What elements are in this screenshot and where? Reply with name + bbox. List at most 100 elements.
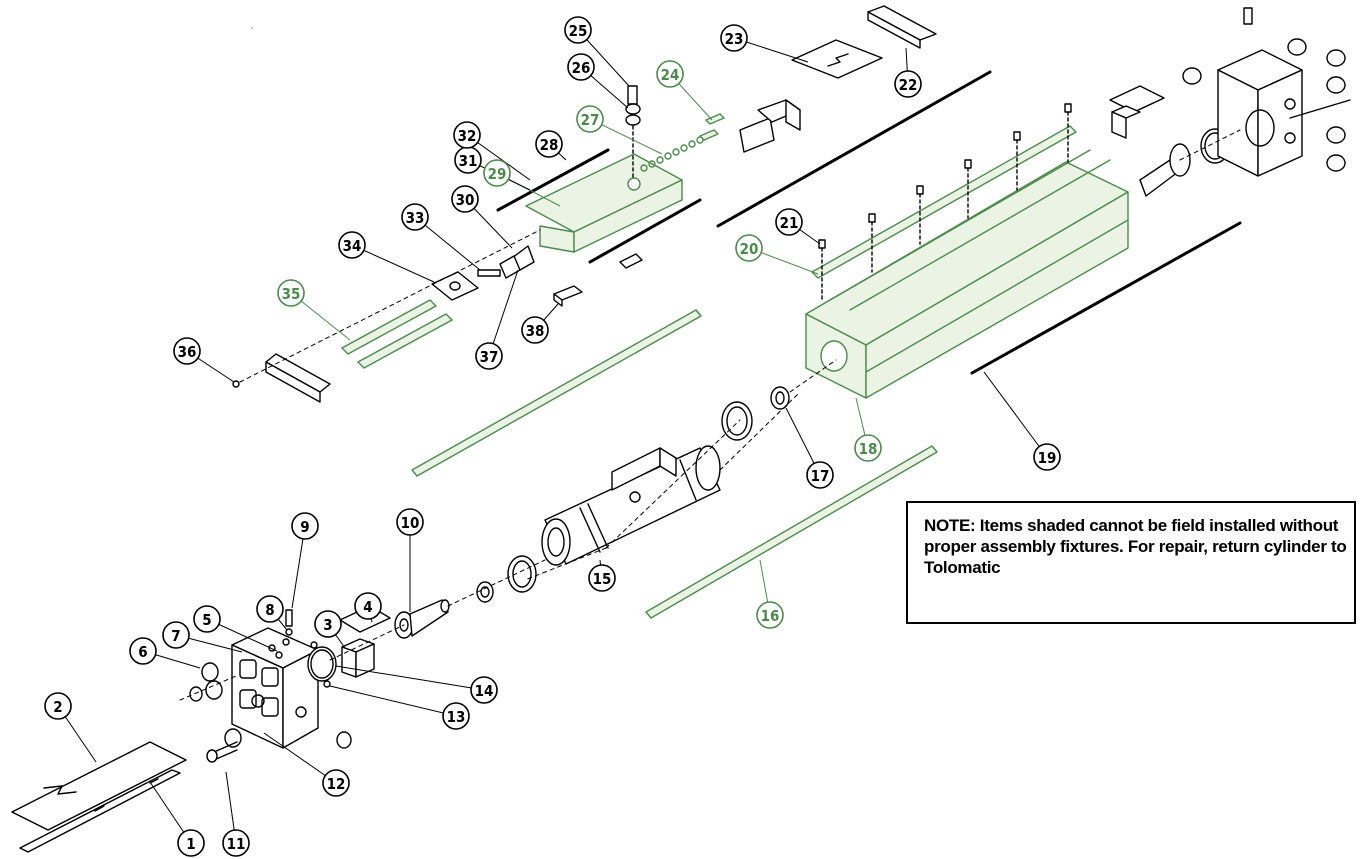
callout-circle-14 [470, 676, 498, 704]
part-38-block [553, 253, 643, 307]
callout-number-15: 15 [593, 570, 612, 588]
leader-line-9 [291, 525, 306, 609]
callout-circle-25 [564, 16, 592, 44]
leader-line-34 [351, 244, 435, 283]
callout-number-22: 22 [899, 76, 918, 94]
callout-circle-22 [894, 70, 922, 98]
callout-number-33: 33 [406, 209, 425, 227]
callout-4: 4 [354, 592, 382, 620]
callout-number-30: 30 [456, 191, 475, 209]
part-27-balls [640, 113, 725, 172]
callout-11: 11 [222, 829, 250, 857]
callout-18: 18 [854, 434, 882, 462]
callout-number-29: 29 [488, 165, 507, 183]
callout-35: 35 [277, 279, 305, 307]
callout-21: 21 [775, 208, 803, 236]
callout-32: 32 [453, 121, 481, 149]
leader-line-13 [329, 685, 457, 717]
callout-number-38: 38 [526, 322, 545, 340]
piston-seal-right [721, 401, 753, 441]
callout-27: 27 [576, 105, 604, 133]
top-long-wire [716, 70, 992, 228]
top-brackets [739, 99, 801, 153]
callout-circle-37 [475, 342, 503, 370]
callout-25: 25 [564, 16, 592, 44]
callout-circle-27 [576, 105, 604, 133]
callout-2: 2 [44, 692, 72, 720]
callout-number-14: 14 [475, 682, 494, 700]
assembly-centerlines [179, 27, 1241, 701]
part-14-oring [307, 641, 337, 688]
part-23-shim [791, 39, 883, 79]
part-9-screw [275, 609, 293, 659]
callout-26: 26 [567, 53, 595, 81]
callout-number-5: 5 [202, 611, 211, 629]
callout-circle-15 [588, 564, 616, 592]
callout-circle-19 [1033, 443, 1061, 471]
callout-number-4: 4 [363, 598, 372, 616]
callout-number-17: 17 [811, 467, 830, 485]
callout-17: 17 [806, 461, 834, 489]
callout-circle-3 [314, 610, 342, 638]
callout-13: 13 [442, 702, 470, 730]
callout-number-37: 37 [480, 348, 499, 366]
callout-33: 33 [401, 203, 429, 231]
callout-circle-32 [453, 121, 481, 149]
callout-circle-13 [442, 702, 470, 730]
part-37-wing [477, 245, 535, 279]
callout-circle-29 [483, 159, 511, 187]
callout-number-19: 19 [1038, 449, 1057, 467]
callout-circle-8 [256, 595, 284, 623]
callout-circle-23 [720, 24, 748, 52]
callout-16: 16 [756, 601, 784, 629]
callout-number-35: 35 [282, 285, 301, 303]
callout-circle-35 [277, 279, 305, 307]
callout-24: 24 [656, 60, 684, 88]
callout-number-18: 18 [859, 440, 878, 458]
callout-circle-9 [291, 512, 319, 540]
callout-circle-17 [806, 461, 834, 489]
callout-36: 36 [173, 337, 201, 365]
callout-9: 9 [291, 512, 319, 540]
left-cap-screws [189, 662, 352, 763]
callout-number-26: 26 [572, 59, 591, 77]
callout-number-11: 11 [227, 835, 246, 853]
callout-31: 31 [454, 146, 482, 174]
callout-number-21: 21 [780, 214, 799, 232]
piston-seal-left [507, 555, 537, 593]
callout-29: 29 [483, 159, 511, 187]
part-36-end-block [232, 353, 331, 403]
part-7-end-cap [231, 627, 319, 749]
callout-34: 34 [338, 231, 366, 259]
part-28-wire [496, 148, 702, 264]
leader-line-14 [335, 665, 485, 691]
callout-number-1: 1 [186, 835, 195, 853]
callout-3: 3 [314, 610, 342, 638]
callout-circle-26 [567, 53, 595, 81]
callout-number-10: 10 [401, 514, 420, 532]
callout-number-3: 3 [323, 616, 332, 634]
callout-1: 1 [177, 829, 205, 857]
callout-number-6: 6 [138, 643, 147, 661]
callout-circle-4 [354, 592, 382, 620]
part-15-piston [541, 445, 721, 566]
callout-number-32: 32 [458, 127, 477, 145]
part-17-nut [770, 386, 790, 410]
callout-number-12: 12 [327, 775, 346, 793]
long-shaded-strip [411, 309, 702, 477]
part-21-screws [818, 103, 1072, 301]
callout-19: 19 [1033, 443, 1061, 471]
callout-6: 6 [129, 637, 157, 665]
callout-circle-7 [162, 621, 190, 649]
callout-number-16: 16 [761, 607, 780, 625]
callout-23: 23 [720, 24, 748, 52]
part-35-strips [341, 299, 453, 369]
callout-number-7: 7 [171, 627, 180, 645]
callout-number-28: 28 [540, 136, 559, 154]
callout-circle-12 [322, 769, 350, 797]
callout-10: 10 [396, 508, 424, 536]
callout-number-27: 27 [581, 111, 600, 129]
callout-number-8: 8 [265, 601, 274, 619]
part-25-26-screw [625, 85, 641, 181]
